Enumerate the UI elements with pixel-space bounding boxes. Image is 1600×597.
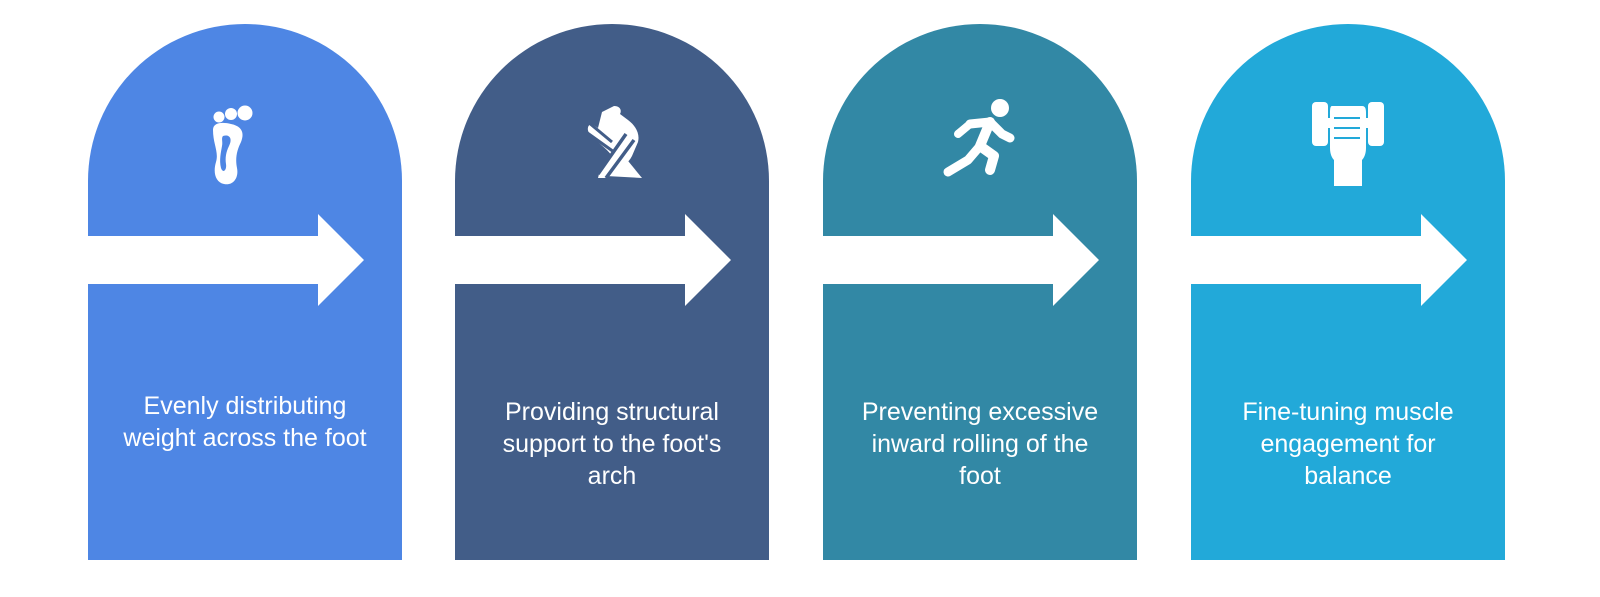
step-label-3: Preventing excessive inward rolling of t… — [861, 398, 1099, 490]
step-card-2: Providing structural support to the foot… — [455, 24, 769, 560]
flow-arrow-3 — [823, 214, 1105, 306]
footprint-icon — [195, 94, 295, 194]
shoe-arch-support-icon — [562, 94, 662, 194]
step-card-4: Fine-tuning muscle engagement for balanc… — [1191, 24, 1505, 560]
flow-arrow-4 — [1191, 214, 1473, 306]
step-card-3: Preventing excessive inward rolling of t… — [823, 24, 1137, 560]
step-card-1: Evenly distributing weight across the fo… — [88, 24, 402, 560]
running-person-icon — [930, 94, 1030, 194]
step-label-2: Providing structural support to the foot… — [502, 398, 722, 490]
hand-grip-dumbbell-icon — [1298, 94, 1398, 194]
flow-arrow-1 — [88, 214, 370, 306]
step-label-4: Fine-tuning muscle engagement for balanc… — [1242, 398, 1454, 490]
flow-arrow-2 — [455, 214, 737, 306]
step-label-1: Evenly distributing weight across the fo… — [123, 392, 367, 452]
